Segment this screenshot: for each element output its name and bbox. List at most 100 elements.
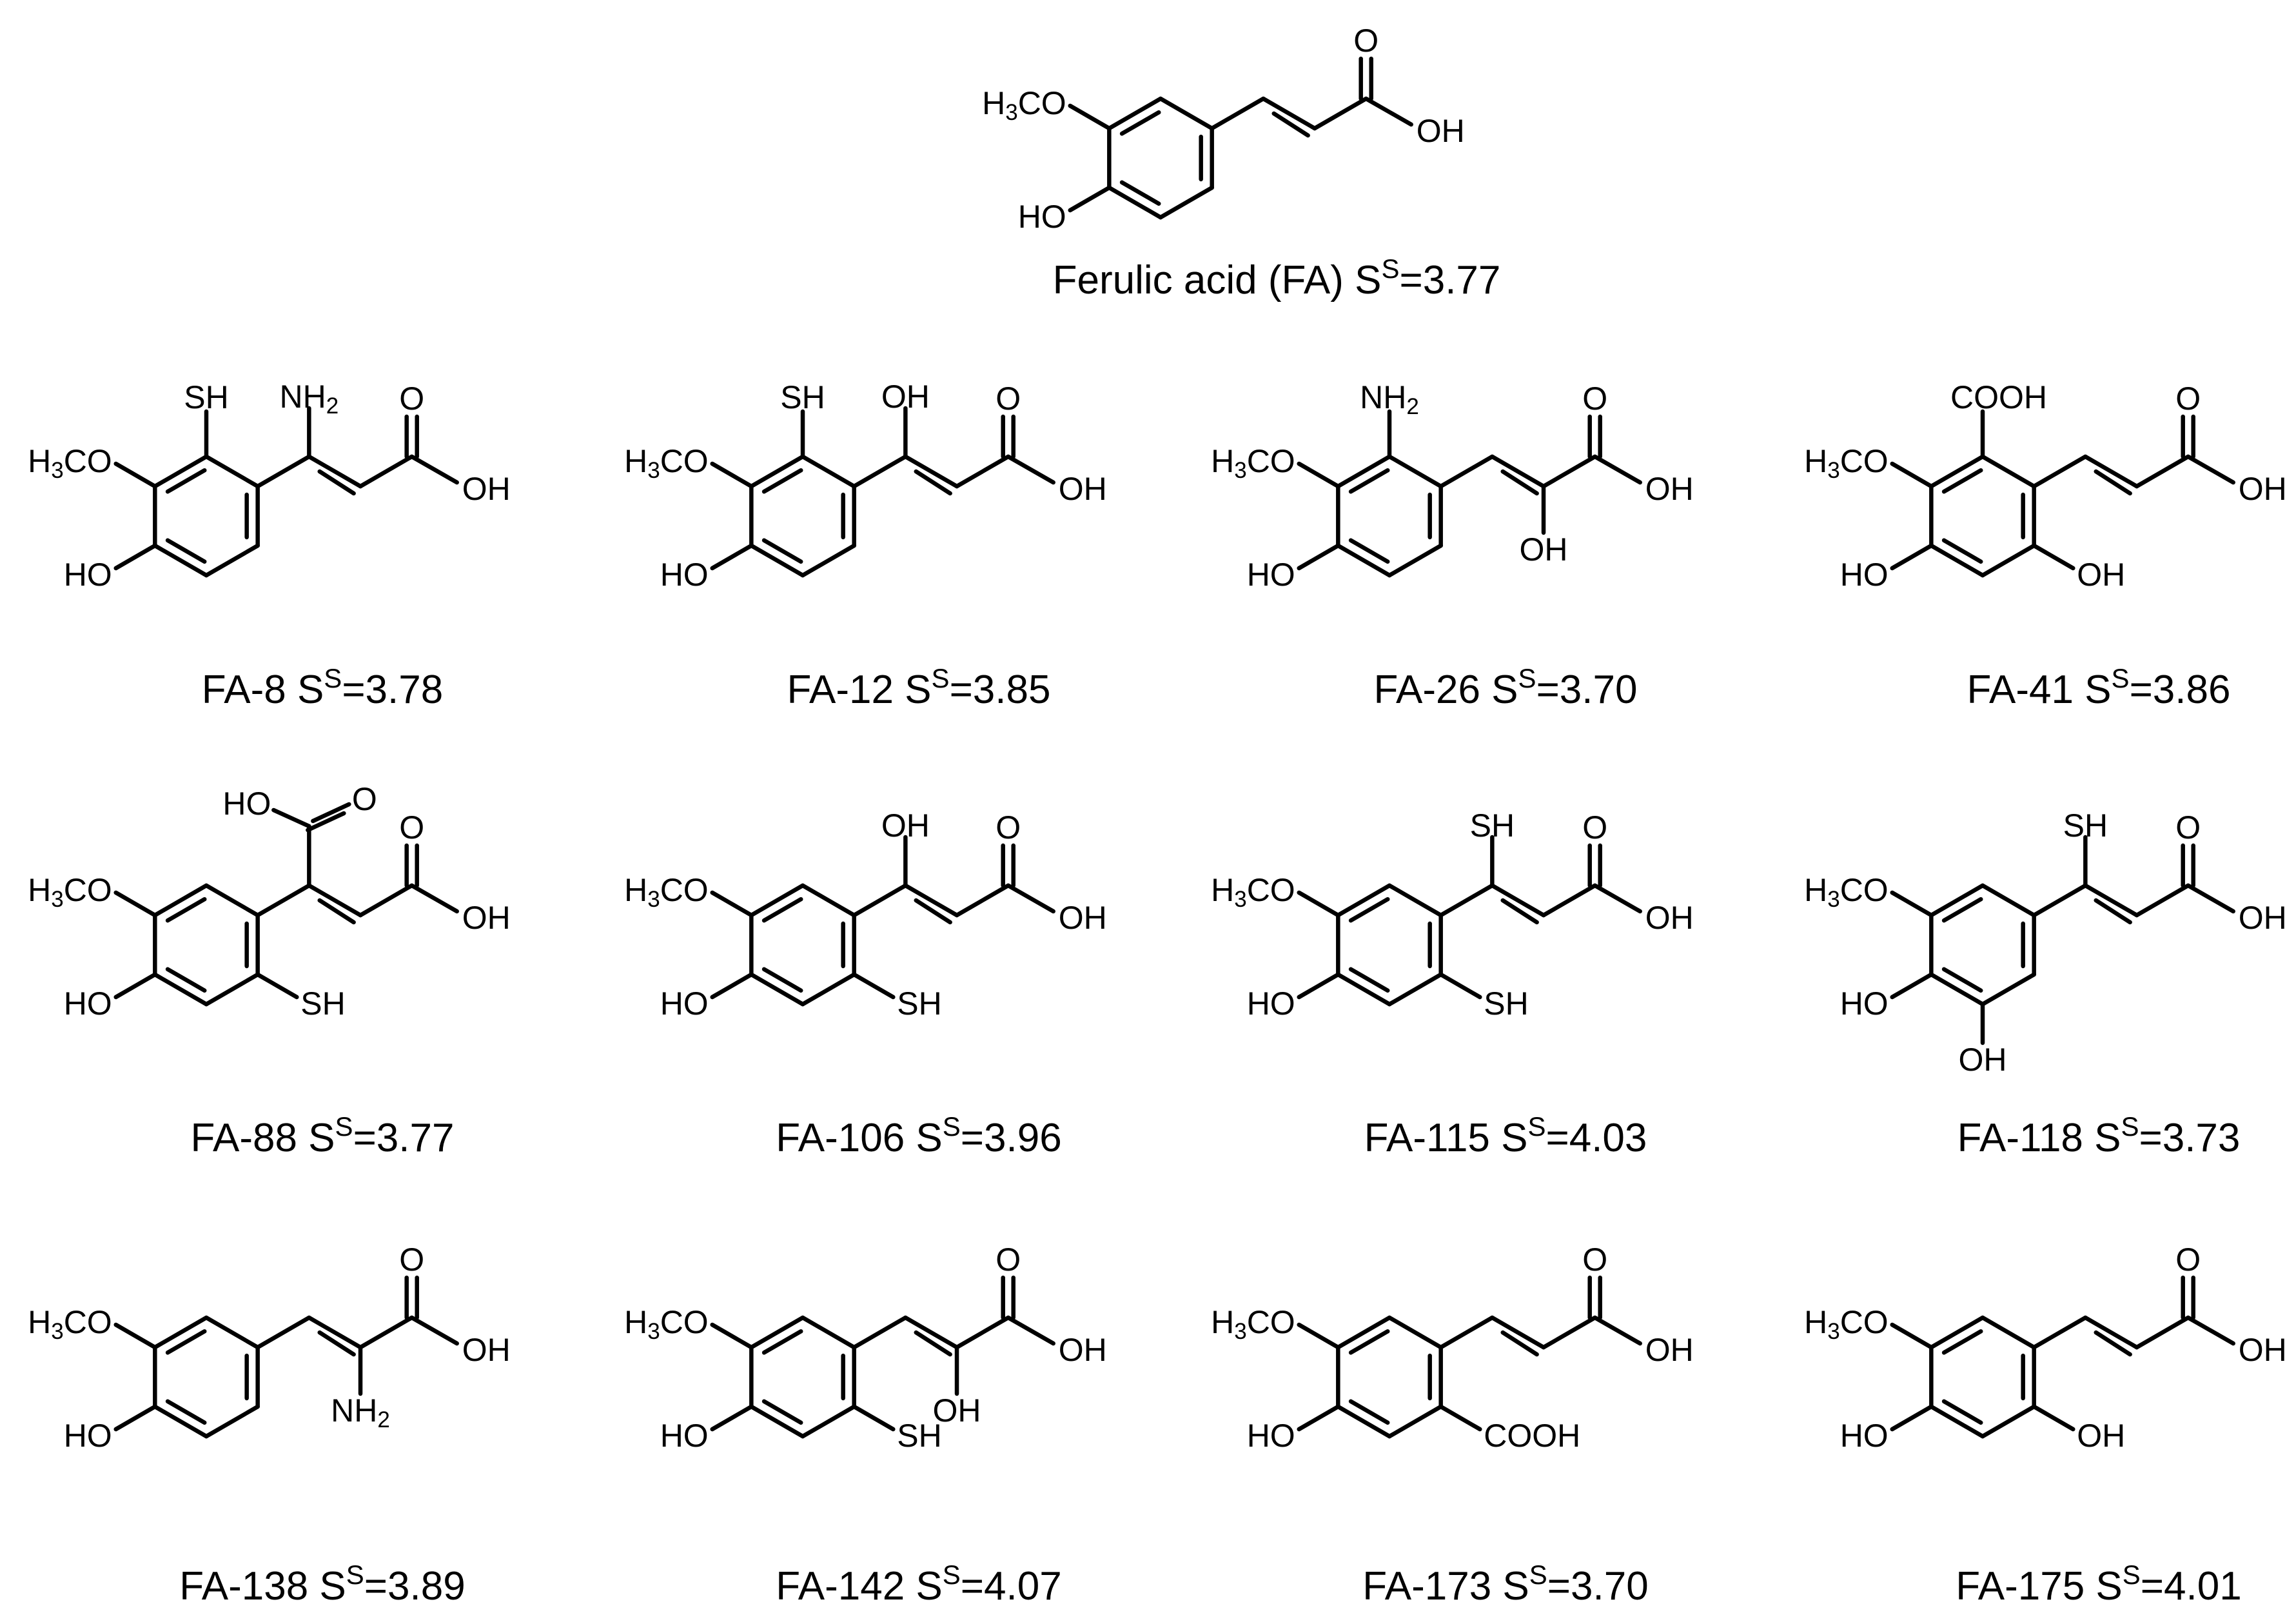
ring-bond — [749, 1404, 805, 1439]
ring-bond — [1980, 454, 2036, 489]
carbonyl-oxygen-label: O — [1582, 1242, 1607, 1278]
ring-double-bond — [1941, 1329, 1983, 1355]
score-superscript: S — [1527, 1111, 1545, 1142]
hydroxyl-label: HO — [1247, 985, 1295, 1022]
ring-substituent-label: SH — [300, 985, 345, 1022]
methoxy-label: H3​CO — [982, 85, 1066, 125]
score-value: =3.70 — [1547, 1564, 1649, 1609]
alkene-double-bond — [317, 469, 356, 496]
ring-bond — [800, 543, 856, 578]
score-value: =3.70 — [1536, 668, 1638, 712]
ring-bond — [204, 883, 260, 918]
chain-bond — [954, 883, 1010, 918]
chain-bond — [903, 883, 959, 918]
carbonyl-oxygen-label: O — [2175, 381, 2201, 417]
ring-bond — [1929, 454, 1985, 489]
score-superscript: S — [1518, 663, 1536, 693]
hydroxyl-label: HO — [64, 557, 112, 593]
ring-double-bond — [1348, 538, 1390, 564]
hydroxyl-bond — [271, 807, 311, 829]
chain-bond — [1261, 96, 1317, 131]
ring-bond — [153, 1404, 209, 1439]
chain-bond — [2032, 454, 2088, 489]
ring-double-bond — [1941, 967, 1983, 993]
carbonyl-oxygen-label: O — [399, 381, 424, 417]
chain-bond — [358, 454, 414, 489]
score-value: =4.07 — [961, 1564, 1062, 1609]
hydroxyl-label: HO — [1840, 985, 1889, 1022]
chain-bond — [255, 1315, 311, 1350]
ring-double-bond — [165, 538, 207, 564]
score-superscript: S — [943, 1111, 961, 1142]
score-superscript: S — [943, 1560, 961, 1590]
hydroxyl-bond — [2186, 1315, 2235, 1346]
hydroxyl-bond — [2186, 454, 2235, 485]
ring-bond — [1929, 883, 1985, 918]
ring-double-bond — [1119, 110, 1161, 136]
score-superscript: S — [2112, 663, 2130, 693]
carbonyl-oxygen-label: O — [352, 781, 377, 817]
substituent-bond — [1068, 103, 1112, 131]
ring-bond — [1336, 1404, 1392, 1439]
carbonyl-oxygen-label: O — [996, 809, 1021, 846]
acid-oh-label: OH — [2239, 1332, 2287, 1368]
molecule-name: FA-142 S — [776, 1564, 942, 1609]
hydroxyl-label: HO — [660, 1418, 709, 1454]
molecule-caption: FA-173 SS=3.70 — [1362, 1560, 1648, 1609]
ring-bond — [749, 543, 805, 578]
ring-bond — [1107, 96, 1163, 131]
chain-bond — [903, 454, 959, 489]
chain-bond — [903, 1315, 959, 1350]
substituent-bond — [1890, 461, 1934, 489]
molecule-name: FA-12 S — [787, 668, 932, 712]
alpha-substituent-label: NH2​ — [331, 1392, 390, 1432]
ring-double-bond — [1348, 896, 1390, 923]
substituent-bond — [113, 972, 157, 1000]
ring-bond — [1387, 454, 1443, 489]
chain-bond — [2083, 454, 2139, 489]
hydroxyl-label: HO — [660, 557, 709, 593]
carbonyl-oxygen-label: O — [1353, 23, 1379, 59]
molecule-caption: FA-118 SS=3.73 — [1957, 1111, 2241, 1160]
molecule-caption: FA-12 SS=3.85 — [787, 663, 1051, 712]
chain-bond — [1438, 1315, 1495, 1350]
acid-oh-label: OH — [1417, 113, 1465, 149]
chain-bond — [358, 883, 414, 918]
ring-bond — [1336, 972, 1392, 1007]
ring-bond — [800, 1404, 856, 1439]
molecule-name: FA-115 S — [1364, 1116, 1528, 1160]
hydroxyl-bond — [1006, 883, 1055, 914]
substituent-bond — [710, 461, 754, 489]
molecule-caption: FA-41 SS=3.86 — [1967, 663, 2231, 712]
carbonyl-oxygen-label: O — [2175, 1242, 2201, 1278]
methoxy-label: H3​CO — [28, 443, 112, 483]
hydroxyl-bond — [2186, 883, 2235, 914]
hydroxyl-bond — [409, 454, 459, 485]
score-superscript: S — [335, 1111, 353, 1142]
molecule-name: FA-118 S — [1957, 1116, 2121, 1160]
ring-double-bond — [165, 896, 207, 923]
ring-bond — [204, 1404, 260, 1439]
carbonyl-oxygen-label: O — [1582, 809, 1607, 846]
score-value: =4.03 — [1546, 1116, 1647, 1160]
substituent-bond — [2032, 1404, 2075, 1432]
chain-bond — [2083, 1315, 2139, 1350]
ring-bond — [1387, 883, 1443, 918]
molecule-name: Ferulic acid (FA) S — [1053, 258, 1382, 302]
ring-substituent-label: NH2​ — [1360, 379, 1419, 419]
carbonyl-oxygen-label: O — [996, 1242, 1021, 1278]
chain-bond — [2032, 883, 2088, 918]
ring-bond — [800, 883, 856, 918]
acid-oh-label: OH — [1059, 471, 1107, 507]
molecule-name: FA-8 S — [202, 668, 324, 712]
chain-bond — [1312, 96, 1368, 131]
score-value: =3.78 — [342, 668, 443, 712]
score-value: =3.77 — [353, 1116, 455, 1160]
alkene-double-bond — [1500, 469, 1539, 496]
score-superscript: S — [324, 663, 342, 693]
acid-oh-label: OH — [1059, 900, 1107, 936]
ring-bond — [204, 1315, 260, 1350]
